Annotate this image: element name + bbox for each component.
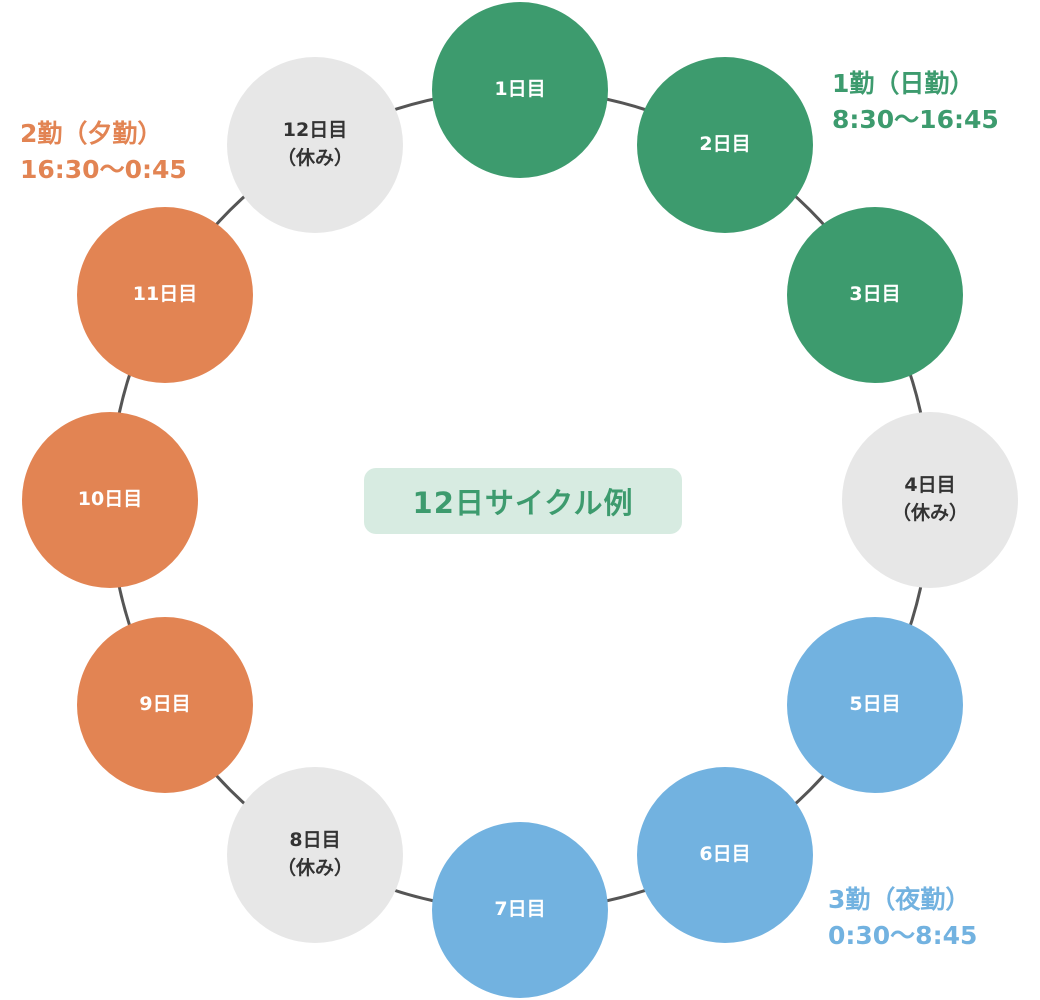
day-label: 12日目 — [282, 119, 348, 142]
evening-shift-legend: 2勤（夕勤） 16:30〜0:45 — [20, 116, 187, 189]
day-label: 3日目 — [849, 283, 901, 306]
day-node-9: 9日目 — [77, 617, 253, 793]
rest-label: （休み） — [276, 147, 353, 169]
day-node-1: 1日目 — [432, 2, 608, 178]
shift-name: 3勤（夜勤） — [828, 885, 971, 914]
day-node-3: 3日目 — [787, 207, 963, 383]
shift-time: 0:30〜8:45 — [828, 921, 978, 951]
day-label: 9日目 — [139, 693, 191, 716]
rest-label: （休み） — [891, 502, 968, 524]
day-node-12: 12日目 （休み） — [227, 57, 403, 233]
day-shift-legend: 1勤（日勤） 8:30〜16:45 — [832, 66, 999, 139]
shift-name: 1勤（日勤） — [832, 69, 975, 98]
cycle-title: 12日サイクル例 — [364, 468, 682, 534]
shift-time: 8:30〜16:45 — [832, 105, 999, 135]
shift-name: 2勤（夕勤） — [20, 119, 163, 148]
day-label: 5日目 — [849, 693, 901, 716]
day-node-10: 10日目 — [22, 412, 198, 588]
day-label: 7日目 — [494, 898, 546, 921]
day-node-6: 6日目 — [637, 767, 813, 943]
day-node-2: 2日目 — [637, 57, 813, 233]
shift-time: 16:30〜0:45 — [20, 155, 187, 185]
day-node-11: 11日目 — [77, 207, 253, 383]
day-label: 8日目 — [289, 829, 341, 852]
day-label: 10日目 — [77, 488, 143, 511]
day-label: 4日目 — [904, 474, 956, 497]
rest-label: （休み） — [276, 857, 353, 879]
day-node-7: 7日目 — [432, 822, 608, 998]
day-label: 6日目 — [699, 843, 751, 866]
day-label: 1日目 — [494, 78, 546, 101]
day-label: 11日目 — [132, 283, 198, 306]
day-label: 2日目 — [699, 133, 751, 156]
day-node-8: 8日目 （休み） — [227, 767, 403, 943]
day-node-5: 5日目 — [787, 617, 963, 793]
night-shift-legend: 3勤（夜勤） 0:30〜8:45 — [828, 882, 977, 955]
day-node-4: 4日目 （休み） — [842, 412, 1018, 588]
